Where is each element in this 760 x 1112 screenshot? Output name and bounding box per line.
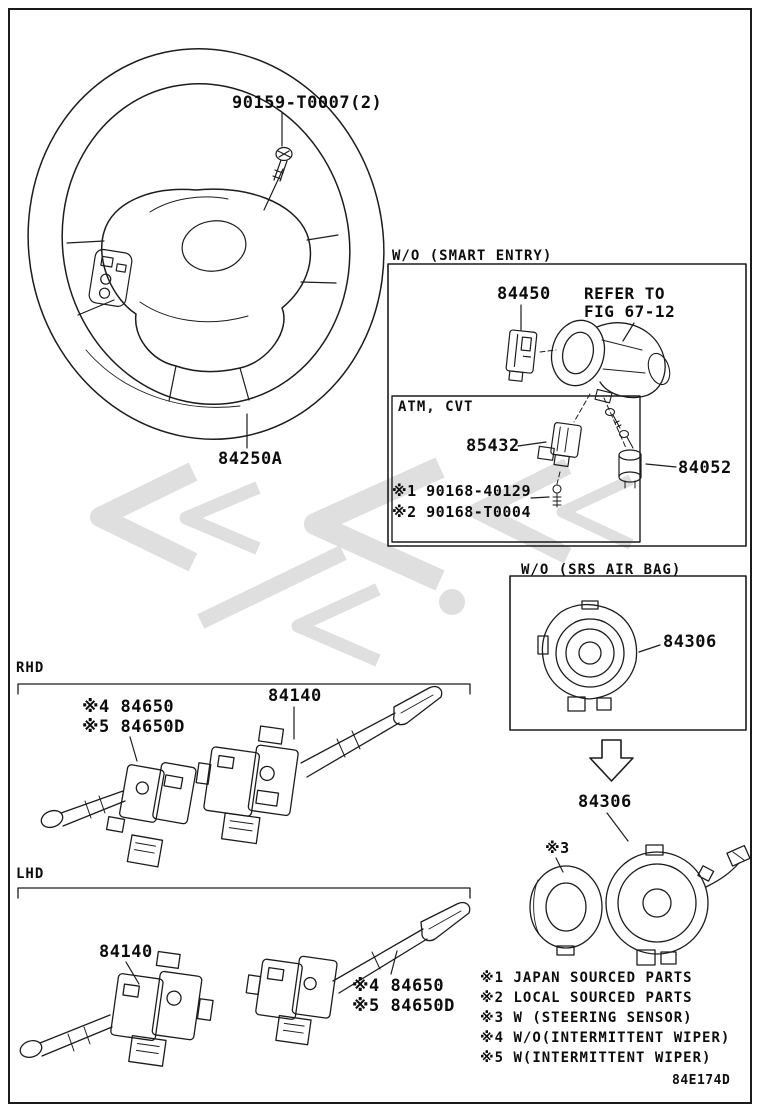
legend-item-w-wiper: ※5 W(INTERMITTENT WIPER) xyxy=(480,1050,712,1066)
part-label-spiral-cable[interactable]: 84306 xyxy=(578,792,632,812)
wheel-button-cluster xyxy=(88,248,133,307)
refer-to-text: REFER TO xyxy=(584,284,666,303)
rhd-turn-switch-drawing xyxy=(195,685,443,845)
legend-item-wo-wiper: ※4 W/O(INTERMITTENT WIPER) xyxy=(480,1030,731,1046)
srs-box-title: W/O (SRS AIR BAG) xyxy=(521,562,682,578)
smart-entry-box-title: W/O (SMART ENTRY) xyxy=(392,248,553,264)
down-arrow-icon xyxy=(589,739,634,782)
leader-lines xyxy=(125,112,677,985)
warning-switch-drawing xyxy=(618,449,642,489)
rhd-section-label: RHD xyxy=(16,660,45,676)
part-label-rhd-wiper-b[interactable]: ※5 84650D xyxy=(82,717,185,737)
spiral-cable-no-srs-drawing xyxy=(537,600,638,712)
rhd-bracket xyxy=(17,683,471,695)
steering-sensor-ring-drawing xyxy=(529,865,603,956)
atm-cvt-box-outline xyxy=(391,395,641,543)
key-interlock-drawing xyxy=(537,422,582,468)
legend-item-sensor: ※3 W (STEERING SENSOR) xyxy=(480,1010,693,1026)
key-cylinder-drawing xyxy=(550,319,671,404)
sensor-note-label: ※3 xyxy=(545,839,570,857)
small-screw-drawing xyxy=(552,484,562,508)
part-label-lhd-wiper-b[interactable]: ※5 84650D xyxy=(352,996,455,1016)
legend-item-japan: ※1 JAPAN SOURCED PARTS xyxy=(480,970,693,986)
part-label-rhd-turn[interactable]: 84140 xyxy=(268,686,322,706)
part-label-screw-japan[interactable]: ※1 90168-40129 xyxy=(392,482,531,500)
diagram-code: 84E174D xyxy=(672,1073,731,1088)
part-label-warning-switch[interactable]: 84052 xyxy=(678,458,732,478)
screw-bolt-drawing xyxy=(272,146,293,182)
part-label-lhd-wiper-a[interactable]: ※4 84650 xyxy=(352,976,445,996)
part-label-rhd-wiper-a[interactable]: ※4 84650 xyxy=(82,697,175,717)
part-label-ignition-switch[interactable]: 84450 xyxy=(497,284,551,304)
rhd-wiper-switch-drawing xyxy=(40,762,197,868)
legend-item-local: ※2 LOCAL SOURCED PARTS xyxy=(480,990,693,1006)
part-label-lhd-turn[interactable]: 84140 xyxy=(99,942,153,962)
part-label-screw-local[interactable]: ※2 90168-T0004 xyxy=(392,503,531,521)
lhd-turn-switch-drawing xyxy=(19,950,214,1067)
ignition-switch-drawing xyxy=(505,329,538,382)
lhd-bracket xyxy=(17,887,471,899)
refer-fig-text: FIG 67-12 xyxy=(584,302,676,321)
screws-drawing xyxy=(604,407,634,449)
spiral-cable-main-drawing xyxy=(605,844,751,966)
atm-cvt-box-title: ATM, CVT xyxy=(398,399,474,415)
part-label-screw-bolt[interactable]: 90159-T0007(2) xyxy=(232,93,383,113)
steering-wheel-drawing xyxy=(27,48,385,440)
lhd-wiper-switch-drawing xyxy=(245,901,471,1046)
lhd-section-label: LHD xyxy=(16,866,45,882)
part-label-spiral-cable-no-srs[interactable]: 84306 xyxy=(663,632,717,652)
smart-entry-box-outline xyxy=(387,263,747,547)
srs-box-outline xyxy=(509,575,747,731)
part-label-key-interlock[interactable]: 85432 xyxy=(466,436,520,456)
part-label-steering-wheel[interactable]: 84250A xyxy=(218,449,283,469)
